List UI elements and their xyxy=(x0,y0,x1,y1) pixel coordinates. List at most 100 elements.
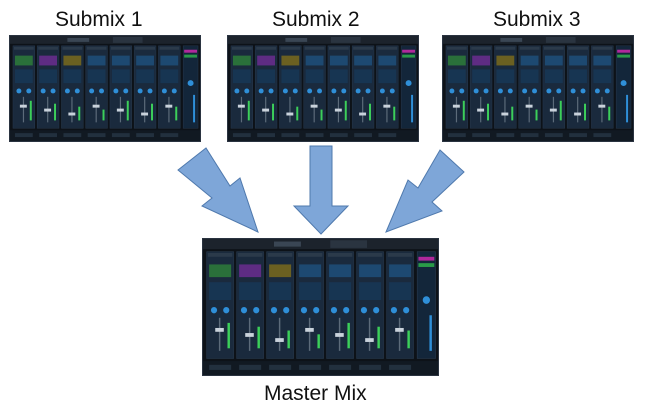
fader-cap xyxy=(395,327,404,332)
level-meter xyxy=(287,330,290,349)
fader-cap xyxy=(310,104,318,108)
footer-button xyxy=(544,133,563,138)
gain-knob xyxy=(483,88,489,94)
master-meter xyxy=(626,94,629,123)
pan-knob xyxy=(522,88,528,94)
fader-cap xyxy=(286,112,294,116)
level-meter xyxy=(126,100,129,121)
fader-cap xyxy=(245,333,254,337)
send-section xyxy=(299,282,322,301)
submix-2-mixer-image xyxy=(228,36,418,141)
gain-knob xyxy=(507,88,513,94)
gain-knob xyxy=(253,307,260,314)
send-section xyxy=(232,69,251,84)
send-section xyxy=(544,69,563,84)
fader-cap xyxy=(383,104,391,108)
plugin-slot xyxy=(136,55,154,66)
channel-name-field xyxy=(207,252,233,257)
plugin-slot xyxy=(63,55,82,66)
channel-strip xyxy=(327,45,350,129)
mixer-title-bar xyxy=(228,36,418,44)
footer-button xyxy=(472,133,491,138)
send-section xyxy=(111,69,130,84)
fader-cap xyxy=(501,112,509,116)
channel-name-field xyxy=(38,46,58,50)
gain-knob xyxy=(283,307,290,314)
fader-cap xyxy=(335,333,344,337)
plugin-slot xyxy=(569,55,587,66)
channel-name-field xyxy=(110,46,131,50)
level-meter xyxy=(511,106,514,121)
logo-area xyxy=(330,36,361,43)
fader-track xyxy=(144,96,146,123)
channel-strip xyxy=(518,45,541,129)
fader-track xyxy=(398,317,401,351)
pan-knob xyxy=(40,88,46,94)
preset-box xyxy=(500,37,523,42)
submix-1-mixer-image xyxy=(10,36,200,141)
mixer-title-bar xyxy=(443,36,633,44)
arrow-submix2-to-master xyxy=(292,145,350,235)
footer-button xyxy=(329,133,348,138)
footer-button xyxy=(329,364,352,370)
master-mix-label: Master Mix xyxy=(264,382,367,405)
pan-knob xyxy=(282,88,288,94)
send-section xyxy=(354,69,372,84)
send-section xyxy=(14,69,33,84)
pan-knob xyxy=(390,307,397,314)
footer-button xyxy=(209,364,232,370)
send-section xyxy=(359,282,382,301)
submix-1-mixer-screenshot xyxy=(9,35,201,142)
master-slot-b xyxy=(402,54,416,58)
submix-2-label: Submix 2 xyxy=(272,8,360,31)
fader-cap xyxy=(215,327,224,332)
footer-button xyxy=(593,133,612,138)
footer-button xyxy=(269,364,292,370)
master-knob xyxy=(620,80,627,87)
master-meter xyxy=(429,315,432,351)
pan-knob xyxy=(307,88,313,94)
fader-cap xyxy=(525,104,533,108)
gain-knob xyxy=(556,88,562,94)
logo-area xyxy=(545,36,576,43)
fader-cap xyxy=(262,108,270,112)
send-section xyxy=(520,69,539,84)
level-meter xyxy=(247,100,250,121)
plugin-slot xyxy=(447,55,466,66)
gain-knob xyxy=(580,88,586,94)
pan-knob xyxy=(258,88,264,94)
gain-knob xyxy=(604,88,610,94)
pan-knob xyxy=(89,88,95,94)
channel-strip xyxy=(61,45,84,129)
fader-track xyxy=(601,96,603,123)
fader-track xyxy=(504,96,506,123)
level-meter xyxy=(320,109,323,121)
plugin-slot xyxy=(544,55,563,66)
channel-name-field xyxy=(377,46,398,50)
footer-button xyxy=(496,133,515,138)
send-section xyxy=(389,282,412,301)
level-meter xyxy=(608,106,611,121)
send-section xyxy=(329,69,348,84)
channel-name-field xyxy=(231,46,252,50)
fader-track xyxy=(386,96,388,123)
gain-knob xyxy=(50,88,56,94)
fader-cap xyxy=(598,104,606,108)
pan-knob xyxy=(161,88,167,94)
fader-track xyxy=(528,96,530,123)
plugin-slot xyxy=(39,55,58,66)
preset-box xyxy=(273,241,301,247)
send-section xyxy=(63,69,82,84)
channel-name-field xyxy=(357,252,383,257)
level-meter xyxy=(347,322,350,349)
send-section xyxy=(209,282,232,301)
logo-area xyxy=(112,36,143,43)
plugin-slot xyxy=(378,55,397,66)
fader-cap xyxy=(359,112,367,116)
pan-knob xyxy=(240,307,248,314)
channel-name-field xyxy=(267,252,293,257)
gain-knob xyxy=(223,307,230,314)
level-meter xyxy=(175,106,178,121)
fader-track xyxy=(362,96,364,123)
